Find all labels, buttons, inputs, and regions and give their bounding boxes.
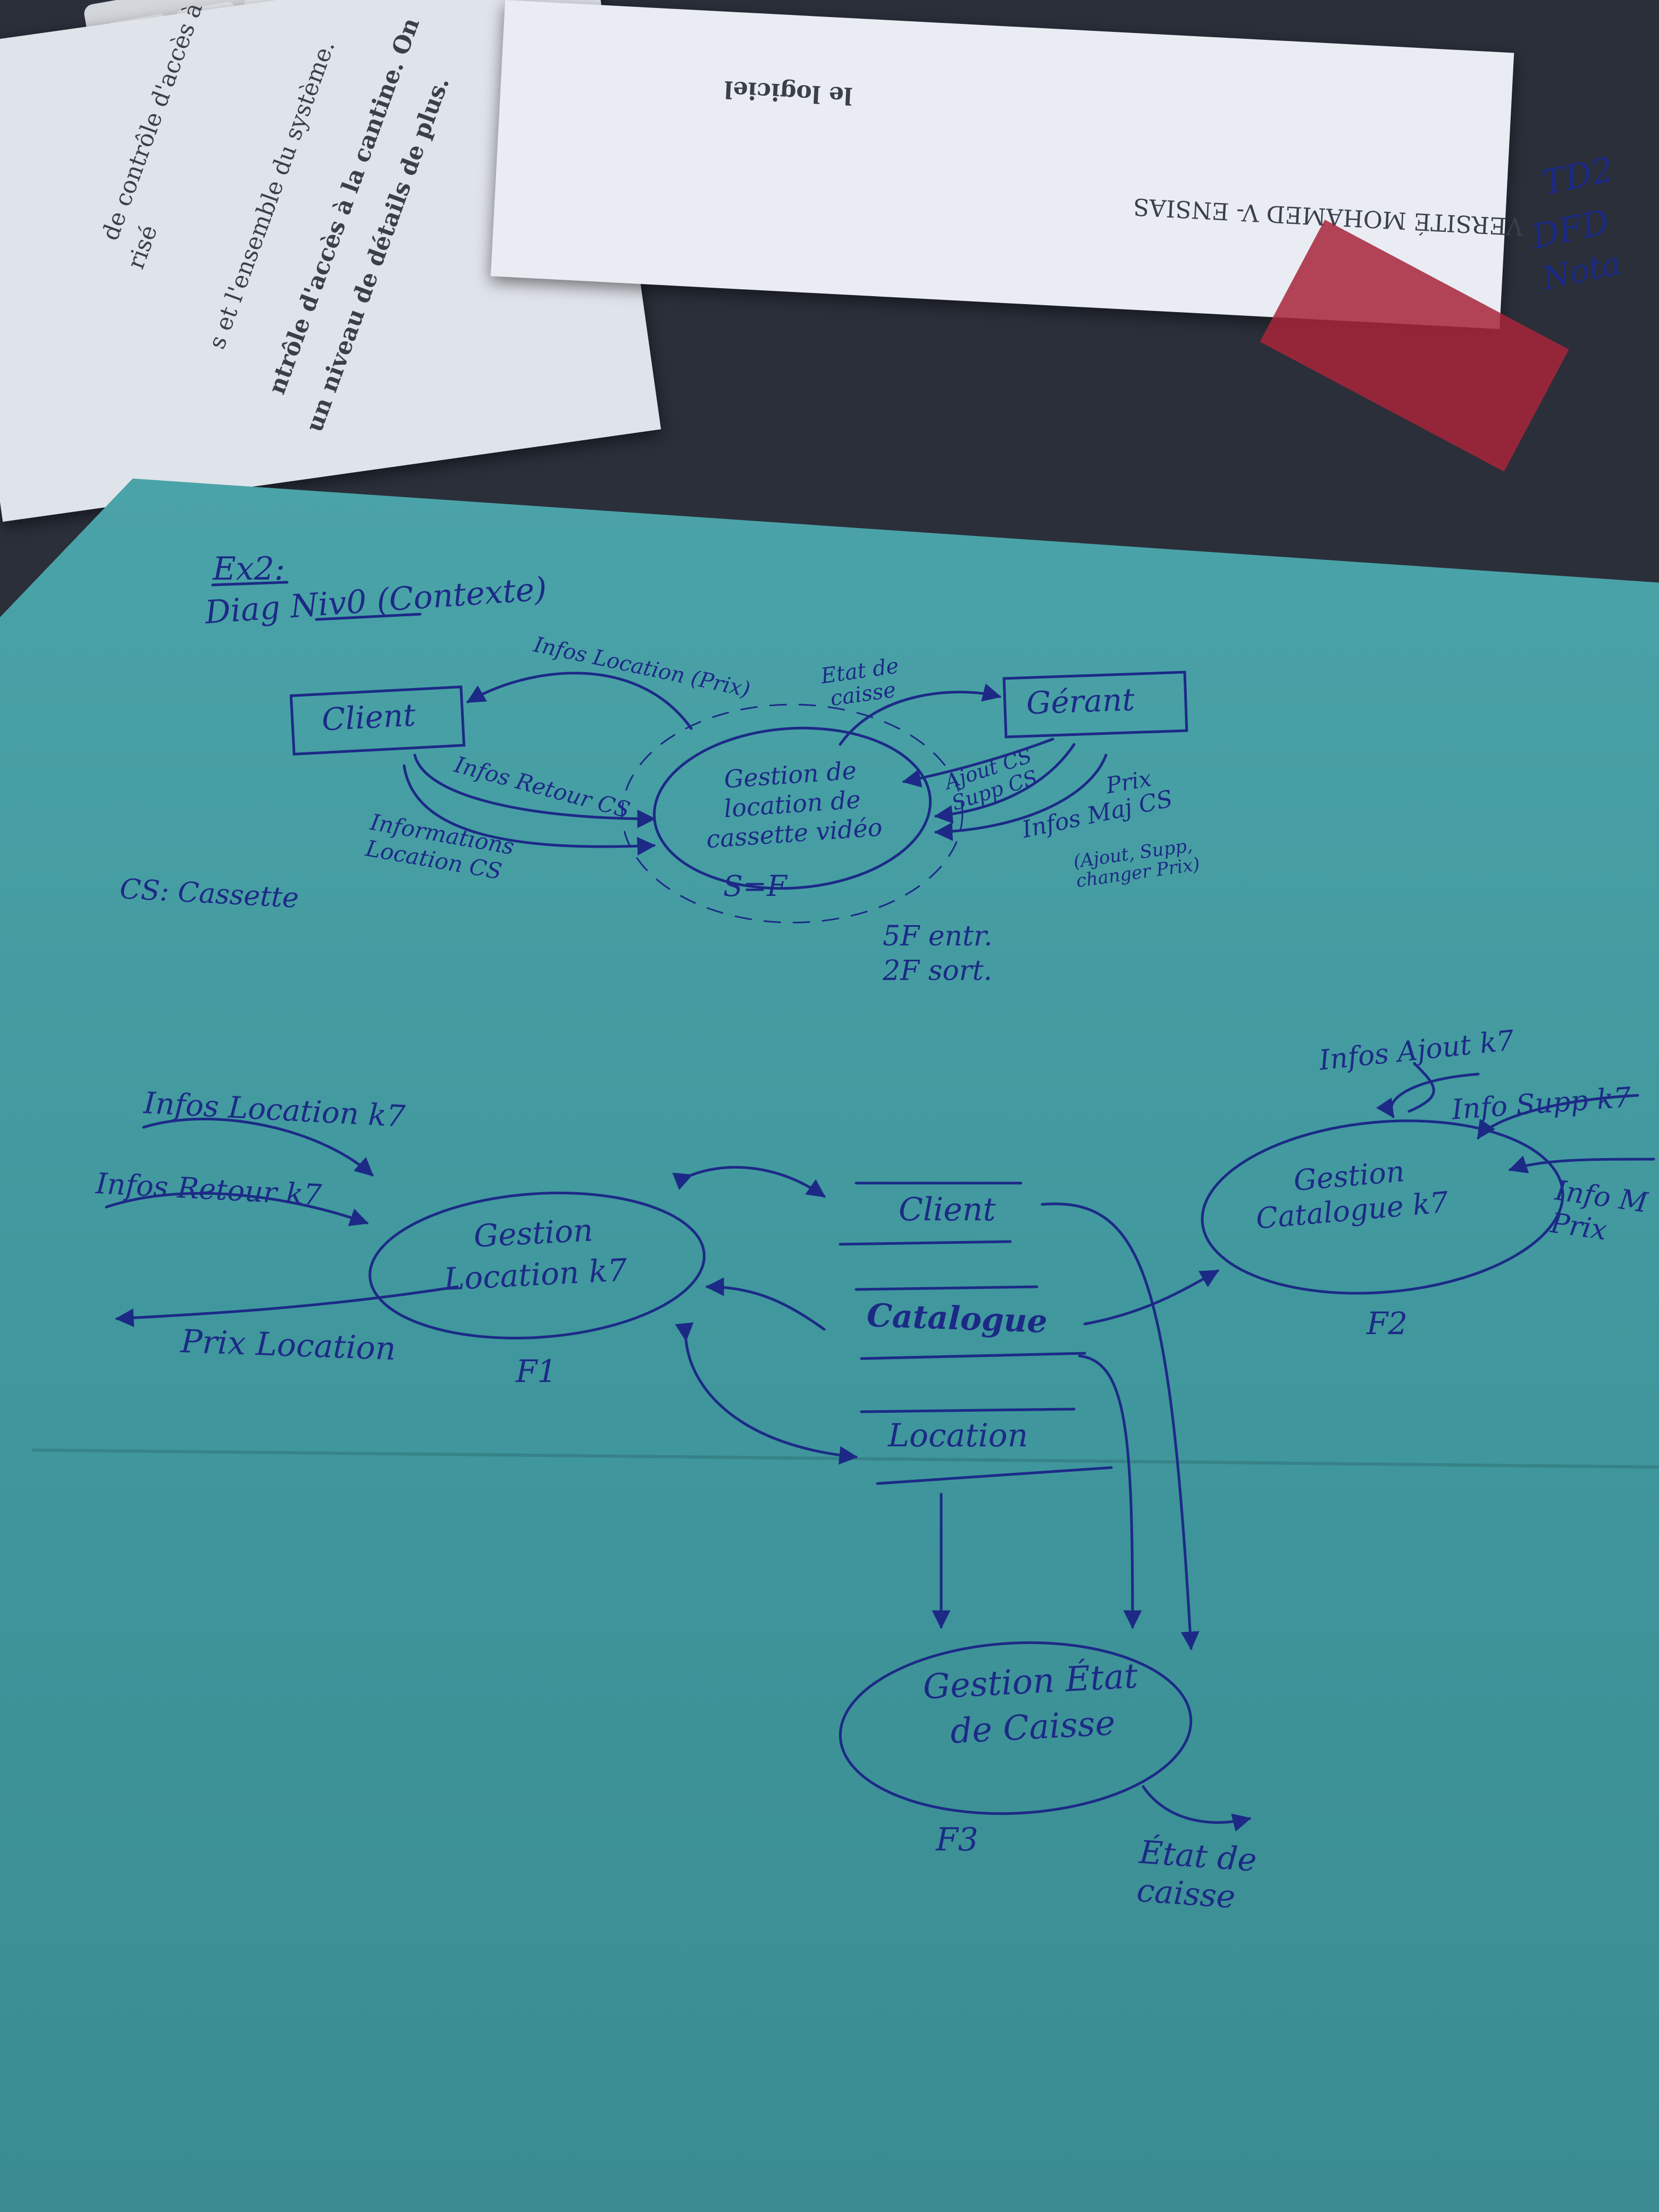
flow-count: 5F entr. xyxy=(883,920,993,952)
f3-id-label: F3 xyxy=(936,1821,978,1858)
flow-label: État de caisse xyxy=(1135,1833,1258,1916)
f3-process-label: Gestion État de Caisse xyxy=(921,1656,1139,1752)
store-location-label: Location xyxy=(888,1417,1028,1454)
gerant-label: Gérant xyxy=(1025,681,1135,722)
context-process-label: Gestion de location de cassette vidéo xyxy=(705,756,884,854)
f2-process xyxy=(1201,1119,1564,1295)
sf-label: S=F xyxy=(723,869,787,903)
flow-label: Prix Location xyxy=(180,1322,397,1368)
f3-process xyxy=(839,1641,1193,1815)
gerant-entity-box xyxy=(1002,671,1188,739)
client-entity-box xyxy=(289,685,466,756)
store-client-label: Client xyxy=(899,1191,996,1228)
f1-id-label: F1 xyxy=(516,1353,557,1389)
f1-process-label: Gestion Location k7 xyxy=(442,1212,629,1298)
store-catalogue-label: Catalogue xyxy=(866,1297,1048,1340)
client-label: Client xyxy=(321,697,417,738)
flow-count: 2F sort. xyxy=(883,955,992,987)
exercise-title: Ex2: xyxy=(213,550,286,588)
f1-process xyxy=(368,1192,706,1339)
f2-id-label: F2 xyxy=(1367,1305,1408,1342)
flow-label: Info M Prix xyxy=(1548,1175,1650,1247)
